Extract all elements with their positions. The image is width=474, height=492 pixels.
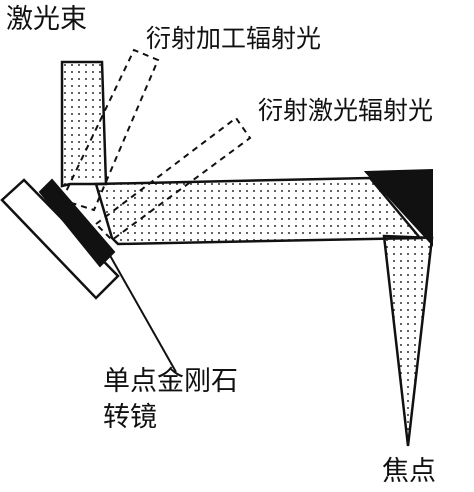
diffracted-processing-radiation-label: 衍射加工辐射光: [146, 24, 322, 53]
laser-beam-label: 激光束: [6, 4, 87, 35]
mirror-label-line2: 转镜: [103, 402, 157, 433]
diffracted-laser-radiation: [94, 116, 252, 242]
focusing-beam: [382, 234, 434, 447]
mirror-holder: [0, 178, 120, 300]
diamond-mirror-face: [38, 178, 116, 268]
focus-label: 焦点: [382, 456, 436, 487]
diffracted-laser-radiation-label: 衍射激光辐射光: [258, 96, 434, 125]
diffracted-processing-radiation: [60, 48, 160, 212]
mirror-leader-line: [107, 251, 177, 373]
mirror-label-line1: 单点金刚石: [103, 366, 238, 397]
reflected-beam: [94, 176, 423, 246]
focusing-prism: [363, 168, 433, 247]
incoming-laser-beam: [60, 60, 108, 188]
